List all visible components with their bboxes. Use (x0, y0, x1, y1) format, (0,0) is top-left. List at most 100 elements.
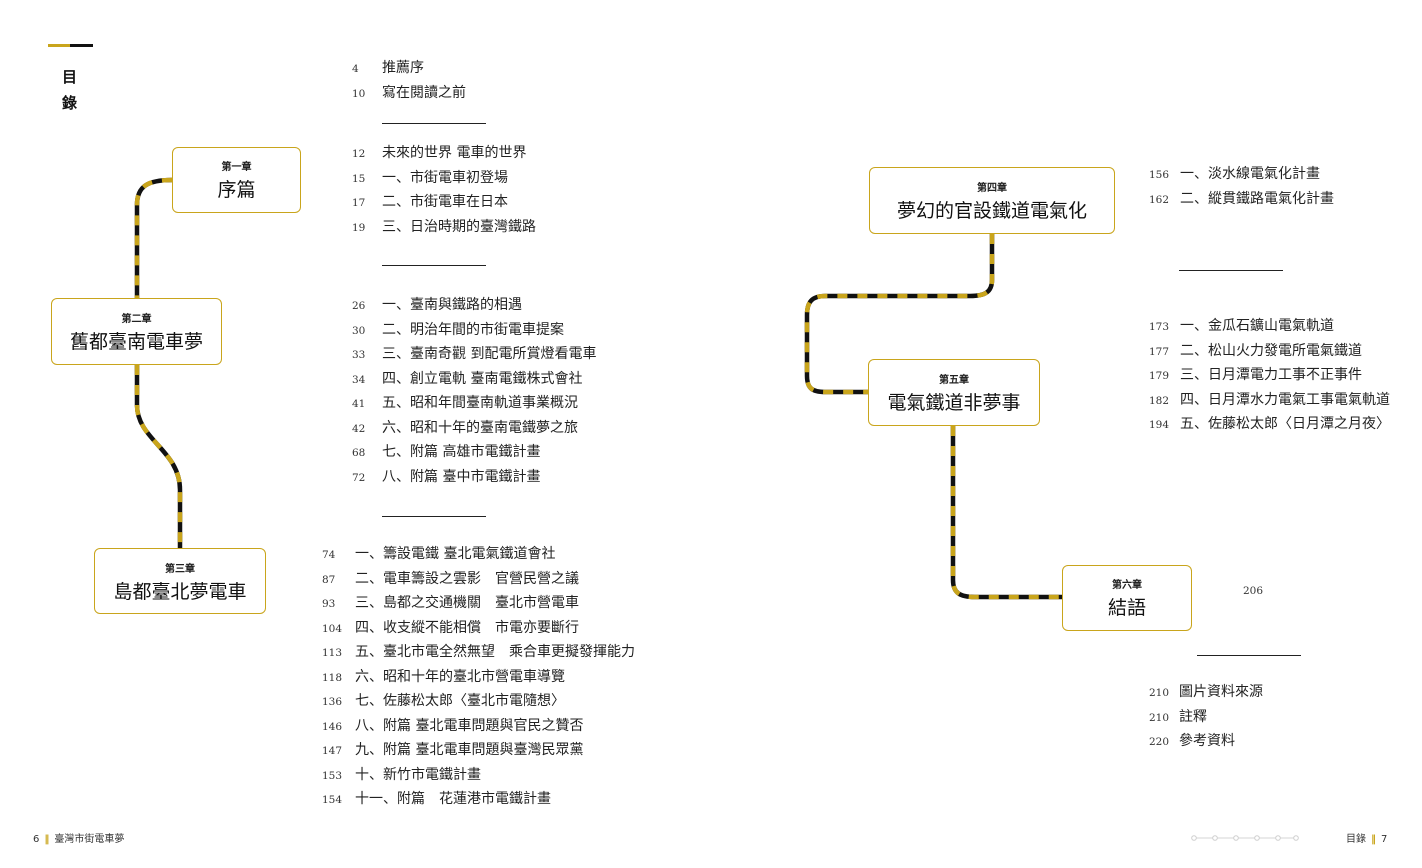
track-chapter2-to-3 (134, 365, 183, 548)
toc-entry[interactable]: 19 三、日治時期的臺灣鐵路 (352, 217, 592, 242)
toc-entry-title: 十一、附篇 花蓮港市電鐵計畫 (355, 791, 551, 807)
toc-entry[interactable]: 210 註釋 (1149, 707, 1349, 732)
toc-entry-page: 19 (352, 221, 366, 234)
track-dash (134, 365, 183, 548)
toc-entry[interactable]: 41 五、昭和年間臺南軌道事業概況 (352, 393, 652, 418)
footer-page-number: 7 (1381, 834, 1388, 845)
toc-entry-page: 68 (352, 447, 366, 459)
toc-entry-title: 三、臺南奇觀 到配電所賞燈看電車 (382, 346, 597, 362)
toc-entry[interactable]: 194 五、佐藤松太郎〈日月潭之月夜〉 (1149, 414, 1409, 439)
toc-entry-title: 四、創立電軌 臺南電鐵株式會社 (382, 370, 583, 387)
toc-entry-page: 42 (352, 422, 366, 435)
toc-entry-page: 194 (1149, 419, 1170, 431)
toc-entry-page: 26 (352, 300, 366, 312)
toc-entry-title: 九、附篇 臺北電車問題與臺灣民眾黨 (355, 742, 584, 758)
toc-entry-title: 五、昭和年間臺南軌道事業概況 (382, 395, 578, 411)
chapter-box-6[interactable]: 第六章 結語 (1062, 565, 1192, 631)
section-divider (1197, 655, 1301, 656)
page-title-text: 目錄 (62, 68, 78, 112)
track-dash (950, 426, 1062, 600)
toc-entry-title: 三、日月潭電力工事不正事件 (1180, 367, 1362, 383)
toc-entry-page: 162 (1149, 193, 1170, 206)
toc-entry-page: 12 (352, 148, 366, 160)
chapter-box-2[interactable]: 第二章 舊都臺南電車夢 (51, 298, 222, 365)
chapter-box-1[interactable]: 第一章 序篇 (172, 147, 301, 213)
toc-entry[interactable]: 113 五、臺北市電全然無望 乘合車更擬發揮能力 (322, 642, 662, 667)
page-title: 目錄 (62, 64, 78, 116)
section-divider (382, 265, 486, 266)
toc-entry[interactable]: 162 二、縱貫鐵路電氣化計畫 (1149, 189, 1369, 214)
toc-entry-page: 4 (352, 63, 359, 75)
toc-entry-page: 30 (352, 324, 366, 337)
toc-entry-title: 三、日治時期的臺灣鐵路 (382, 218, 536, 235)
toc-entry-page: 179 (1149, 370, 1170, 382)
footer-divider-icon: ‖ (44, 834, 50, 845)
toc-entry-page: 173 (1149, 321, 1170, 333)
toc-entry-page: 104 (322, 622, 343, 635)
toc-entry-page: 87 (322, 573, 336, 586)
toc-entry-page: 220 (1149, 736, 1170, 748)
toc-entry[interactable]: 4 推薦序 (352, 58, 552, 83)
chapter-box-5[interactable]: 第五章 電氣鐵道非夢事 (868, 359, 1040, 426)
toc-entry-page: 147 (322, 745, 343, 757)
toc-entry[interactable]: 179 三、日月潭電力工事不正事件 (1149, 365, 1409, 390)
toc-entry-page: 210 (1149, 711, 1170, 724)
toc-entry[interactable]: 173 一、金瓜石鑛山電氣軌道 (1149, 316, 1409, 341)
toc-entry-title: 二、縱貫鐵路電氣化計畫 (1180, 190, 1334, 207)
toc-entry-title: 五、臺北市電全然無望 乘合車更擬發揮能力 (355, 644, 635, 660)
toc-entry-page: 210 (1149, 687, 1170, 699)
chapter-title: 舊都臺南電車夢 (69, 331, 203, 353)
toc-entry-page: 156 (1149, 169, 1170, 181)
toc-entry-title: 八、附篇 臺中市電鐵計畫 (382, 468, 541, 485)
toc-entry-page: 177 (1149, 345, 1170, 358)
toc-entry[interactable]: 220 參考資料 (1149, 731, 1349, 756)
toc-entry[interactable]: 146 八、附篇 臺北電車問題與官民之贊否 (322, 716, 662, 741)
chapter-box-4[interactable]: 第四章 夢幻的官設鐵道電氣化 (869, 167, 1115, 234)
chapter-title: 結語 (1107, 597, 1146, 619)
chapter-label: 第五章 (939, 375, 969, 386)
toc-entry-title: 參考資料 (1179, 733, 1235, 749)
toc-entry-title: 推薦序 (382, 60, 424, 76)
toc-entry-title: 一、市街電車初登場 (382, 169, 508, 186)
toc-entry-title: 五、佐藤松太郎〈日月潭之月夜〉 (1180, 416, 1390, 432)
toc-entry[interactable]: 104 四、收支縱不能相償 市電亦要斷行 (322, 618, 662, 643)
toc-entry-title: 八、附篇 臺北電車問題與官民之贊否 (355, 717, 584, 734)
toc-entry-page: 146 (322, 720, 343, 733)
toc-entry[interactable]: 147 九、附篇 臺北電車問題與臺灣民眾黨 (322, 740, 662, 765)
toc-entry-title: 註釋 (1179, 708, 1207, 725)
chapter-label: 第六章 (1112, 580, 1142, 591)
toc-entry-page: 41 (352, 398, 366, 410)
toc-entry-page: 118 (322, 671, 343, 684)
toc-entry-title: 一、金瓜石鑛山電氣軌道 (1180, 318, 1334, 334)
toc-entry-page: 113 (322, 647, 343, 659)
toc-entry-page: 10 (352, 87, 366, 100)
toc-entry-page: 17 (352, 197, 366, 209)
toc-entry-title: 四、收支縱不能相償 市電亦要斷行 (355, 619, 579, 636)
chapter-box-3[interactable]: 第三章 島都臺北夢電車 (94, 548, 266, 614)
track-dash (134, 177, 173, 298)
